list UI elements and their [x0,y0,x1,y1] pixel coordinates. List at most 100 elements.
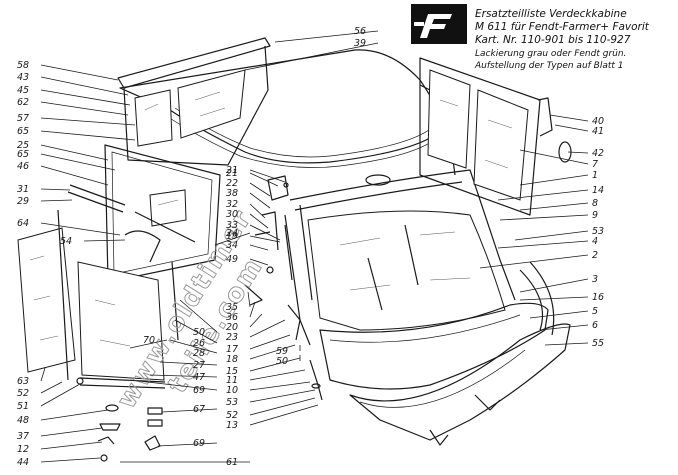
leader-line [40,199,73,202]
lower-cowl [319,261,571,446]
callout-label: 52 [17,388,29,399]
leader-line [40,441,103,450]
callout-label: 31 [17,184,29,195]
leader-line [249,169,286,183]
callout-label: 2 [592,250,598,261]
callout-label: 25 [17,140,29,151]
callout-label: 67 [193,404,205,415]
leader-line [40,222,121,236]
rear-frame [117,37,271,166]
callout-label: 24 [226,228,238,239]
leader-line [214,232,251,246]
callout-label: 57 [17,113,29,124]
windshield-glass [307,210,506,331]
header-line-2: M 611 für Fendt-Farmer+ Favorit [475,21,650,33]
leader-line [149,374,218,378]
leader-line [274,30,379,43]
leader-line [249,235,281,243]
leader-line [249,301,256,318]
callout-label: 5 [592,306,598,317]
callout-label: 65 [17,149,29,160]
leader-line [249,357,301,372]
callout-label: 69 [193,385,205,396]
leader-line [479,254,589,269]
callout-label: 21 [226,168,238,179]
callout-label: 56 [354,26,366,37]
callout-label: 69 [193,438,205,449]
callout-label: 11 [226,375,238,386]
leader-line [40,130,136,141]
callout-label: 1 [592,170,598,181]
callout-label: 32 [226,199,238,210]
leader-line [249,213,269,229]
callout-label: 47 [193,372,205,383]
leader-line [249,313,263,328]
callout-label: 26 [193,338,205,349]
callout-label: 23 [226,332,238,343]
hinges-brackets [244,175,323,401]
callout-label: 19 [226,231,238,242]
callout-label: 20 [226,322,238,333]
callout-label: 58 [17,60,29,71]
leader-line [40,144,109,161]
header-line-4: Lackierung grau oder Fendt grün. [475,49,626,59]
leader-line [40,64,119,81]
callout-label: 63 [17,376,29,387]
leader-line [519,202,589,211]
leader-line [529,310,589,319]
callout-label: 3 [592,274,598,285]
callout-label: 8 [592,198,598,209]
leader-line [567,151,589,154]
callout-label: 29 [17,196,29,207]
leader-line [40,101,129,116]
leader-line [249,389,316,403]
leader-line [247,291,251,308]
leader-line [40,427,103,437]
leader-line [249,334,291,350]
callout-label: 22 [226,178,238,189]
callout-label: 53 [592,226,604,237]
leader-line [519,174,589,186]
callout-label: 15 [226,366,238,377]
leader-line [40,165,109,186]
callouts: 5843456257652565463129645463525148371244… [17,26,604,468]
callout-label: 44 [17,457,29,468]
leader-line [249,319,286,338]
callout-label: 13 [226,420,238,431]
callout-label: 30 [226,209,238,220]
callout-label: 43 [17,72,29,83]
header-line-1: Ersatzteilliste Verdeckkabine [475,8,627,20]
callout-label: 54 [60,236,72,247]
leader-line [83,239,126,242]
callout-label: 61 [226,457,238,468]
leader-line [497,189,589,201]
callout-label: 35 [226,302,238,313]
callout-label: 6 [592,320,598,331]
callout-label: 37 [17,431,29,442]
header-line-3: Kart. Nr. 110-901 bis 110-927 [475,34,631,46]
callout-label: 50 [193,327,205,338]
leader-line [519,278,589,293]
leader-line [40,117,136,126]
leader-line [40,409,109,421]
callout-label: 65 [17,126,29,137]
callout-label: 46 [17,161,29,172]
leader-line [40,383,81,407]
callout-label: 41 [592,126,604,137]
leader-line [514,230,589,241]
callout-label: 21 [226,165,238,176]
leader-line [40,188,71,191]
leader-line [249,244,269,251]
callout-label: 51 [17,401,29,412]
leader-line [40,89,131,106]
callout-label: 70 [143,335,155,346]
leader-line [40,153,116,171]
callout-label: 33 [226,220,238,231]
leader-line [157,442,218,447]
callout-label: 49 [226,254,238,265]
side-door-frame [67,144,221,283]
leader-line [497,240,589,249]
callout-label: 59 [276,346,288,357]
